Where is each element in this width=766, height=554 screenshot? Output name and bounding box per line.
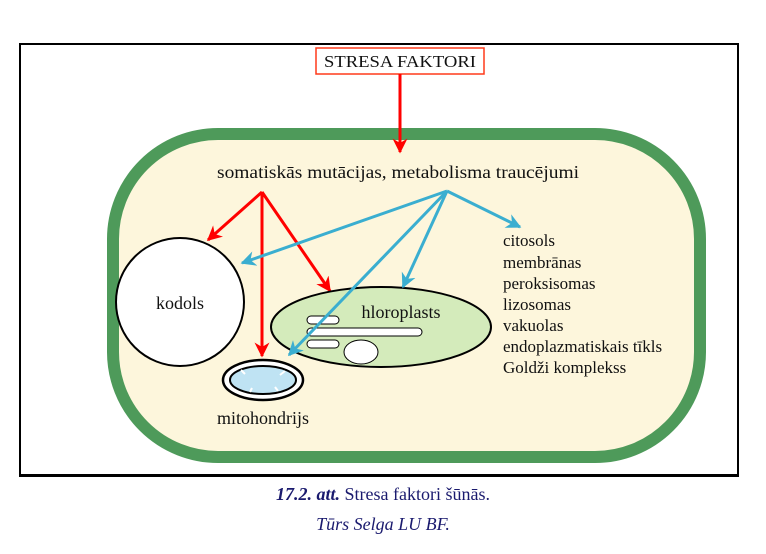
blue-arrow-to-nucleus — [240, 189, 448, 266]
figure-caption: 17.2. att. Stresa faktori šūnās. — [0, 484, 766, 505]
organelle-item: lizosomas — [503, 295, 571, 314]
organelle-item: vakuolas — [503, 316, 563, 335]
figure-number: 17.2. att. — [276, 484, 341, 504]
red-arrow-to-nucleus — [206, 190, 263, 242]
blue-arrow-to-chloroplast — [401, 190, 449, 289]
nucleus-label: kodols — [156, 293, 204, 313]
other-organelles-list: citosols membrānas peroksisomas lizosoma… — [503, 231, 662, 377]
starch-grain — [343, 339, 379, 365]
stress-factors-label: STRESA FAKTORI — [324, 52, 476, 71]
organelle-item: Goldži komplekss — [503, 358, 626, 377]
red-arrow-to-chloroplast — [260, 191, 332, 293]
nucleus — [115, 237, 245, 367]
effects-label: somatiskās mutācijas, metabolisma traucē… — [217, 162, 579, 182]
mitochondrion-label: mitohondrijs — [217, 408, 309, 428]
stress-factors-box: STRESA FAKTORI — [315, 47, 485, 75]
thylakoid — [306, 339, 340, 349]
mitochondrion: mitohondrijs — [217, 358, 309, 428]
organelle-item: endoplazmatiskais tīkls — [503, 337, 662, 356]
organelle-item: peroksisomas — [503, 274, 596, 293]
caption-text: Stresa faktori šūnās. — [340, 484, 490, 504]
blue-arrow-to-mitochondrion — [287, 189, 449, 357]
figure-credit: Tūrs Selga LU BF. — [316, 514, 450, 534]
organelle-item: citosols — [503, 231, 555, 250]
thylakoid — [306, 327, 423, 337]
chloroplast: hloroplasts — [270, 286, 492, 368]
organelle-item: membrānas — [503, 253, 581, 272]
blue-arrow-to-cytosol — [446, 189, 522, 229]
figure-frame — [19, 43, 739, 477]
chloroplast-label: hloroplasts — [362, 302, 441, 322]
